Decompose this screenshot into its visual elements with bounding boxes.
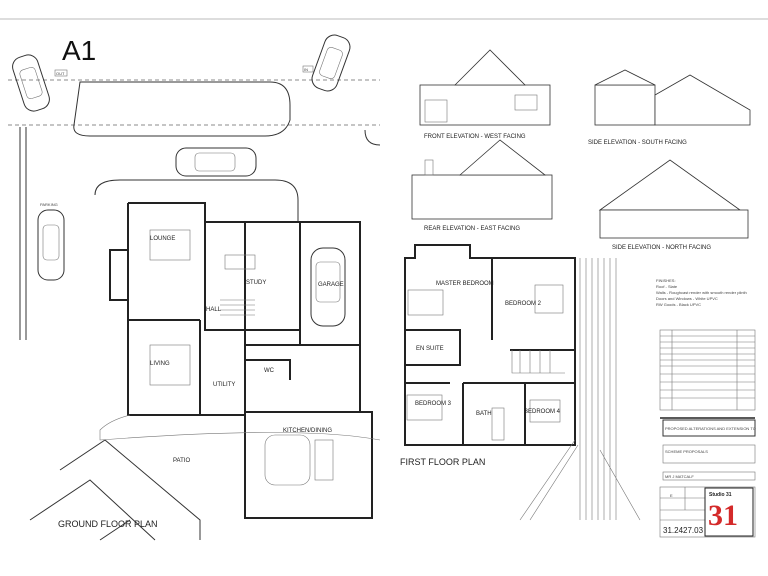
room-label-bath: BATH [476, 411, 492, 417]
room-label-master-bedroom: MASTER BEDROOM [436, 281, 494, 287]
entrance-label: IN [304, 67, 308, 72]
room-label-bedroom-4: BEDROOM 4 [524, 409, 561, 415]
side-elevation-north-title: SIDE ELEVATION - NORTH FACING [612, 245, 711, 251]
room-label-wc: WC [264, 368, 275, 374]
room-label-garage: GARAGE [318, 282, 344, 288]
car-icon [311, 34, 351, 92]
side-elevation-south-drawing [594, 69, 751, 126]
ground-floor-plan [29, 179, 381, 541]
first-floor-plan-title: FIRST FLOOR PLAN [400, 457, 485, 467]
revisions-table [659, 329, 756, 419]
room-label-study: STUDY [246, 280, 266, 286]
revision-letter: E [670, 493, 673, 498]
title-block [659, 419, 756, 538]
first-floor-plan [404, 244, 641, 521]
finishes-heading: FINISHES: [656, 278, 676, 283]
finishes-line: Walls - Roughcast render with smooth ren… [656, 290, 747, 295]
room-label-utility: UTILITY [213, 382, 235, 388]
studio-31-logo: 31 [708, 499, 738, 532]
patio-label: PATIO [173, 458, 190, 464]
client-name: MR J MATCALF [665, 474, 694, 479]
room-label-bedroom-2: BEDROOM 2 [505, 301, 542, 307]
room-label-en-suite: EN SUITE [416, 346, 444, 352]
parking-label: PARKING [40, 202, 58, 207]
drawing-number: 31.2427.03 [663, 526, 704, 535]
side-elevation-north-drawing [598, 159, 749, 239]
drawing-title: SCHEME PROPOSALS [665, 449, 708, 454]
room-label-lounge: LOUNGE [150, 236, 175, 242]
car-icon [37, 209, 65, 281]
room-label-living: LIVING [150, 361, 170, 367]
car-icon [175, 147, 257, 177]
rear-elevation-drawing [411, 139, 553, 220]
rear-elevation-title: REAR ELEVATION - EAST FACING [424, 226, 520, 232]
exit-label: OUT [56, 71, 65, 76]
side-elevation-south-title: SIDE ELEVATION - SOUTH FACING [588, 140, 687, 146]
finishes-line: RW Goods - Black UPVC [656, 302, 701, 307]
room-label-bedroom-3: BEDROOM 3 [415, 401, 452, 407]
studio-logo-text: Studio 31 [709, 492, 732, 498]
front-elevation-title: FRONT ELEVATION - WEST FACING [424, 134, 526, 140]
ground-floor-plan-title: GROUND FLOOR PLAN [58, 519, 158, 529]
car-icon [12, 54, 50, 112]
finishes-line: Roof - Slate [656, 284, 678, 289]
sheet-size-label: A1 [62, 35, 96, 66]
car-icon [310, 247, 346, 327]
finishes-line: Doors and Windows - White UPVC [656, 296, 718, 301]
project-title: PROPOSED ALTERATIONS AND EXTENSION TO [665, 426, 756, 431]
room-label-kitchen-dining: KITCHEN/DINING [283, 428, 332, 434]
room-label-hall: HALL [206, 307, 222, 313]
road [8, 79, 381, 340]
front-elevation-drawing [419, 49, 551, 126]
